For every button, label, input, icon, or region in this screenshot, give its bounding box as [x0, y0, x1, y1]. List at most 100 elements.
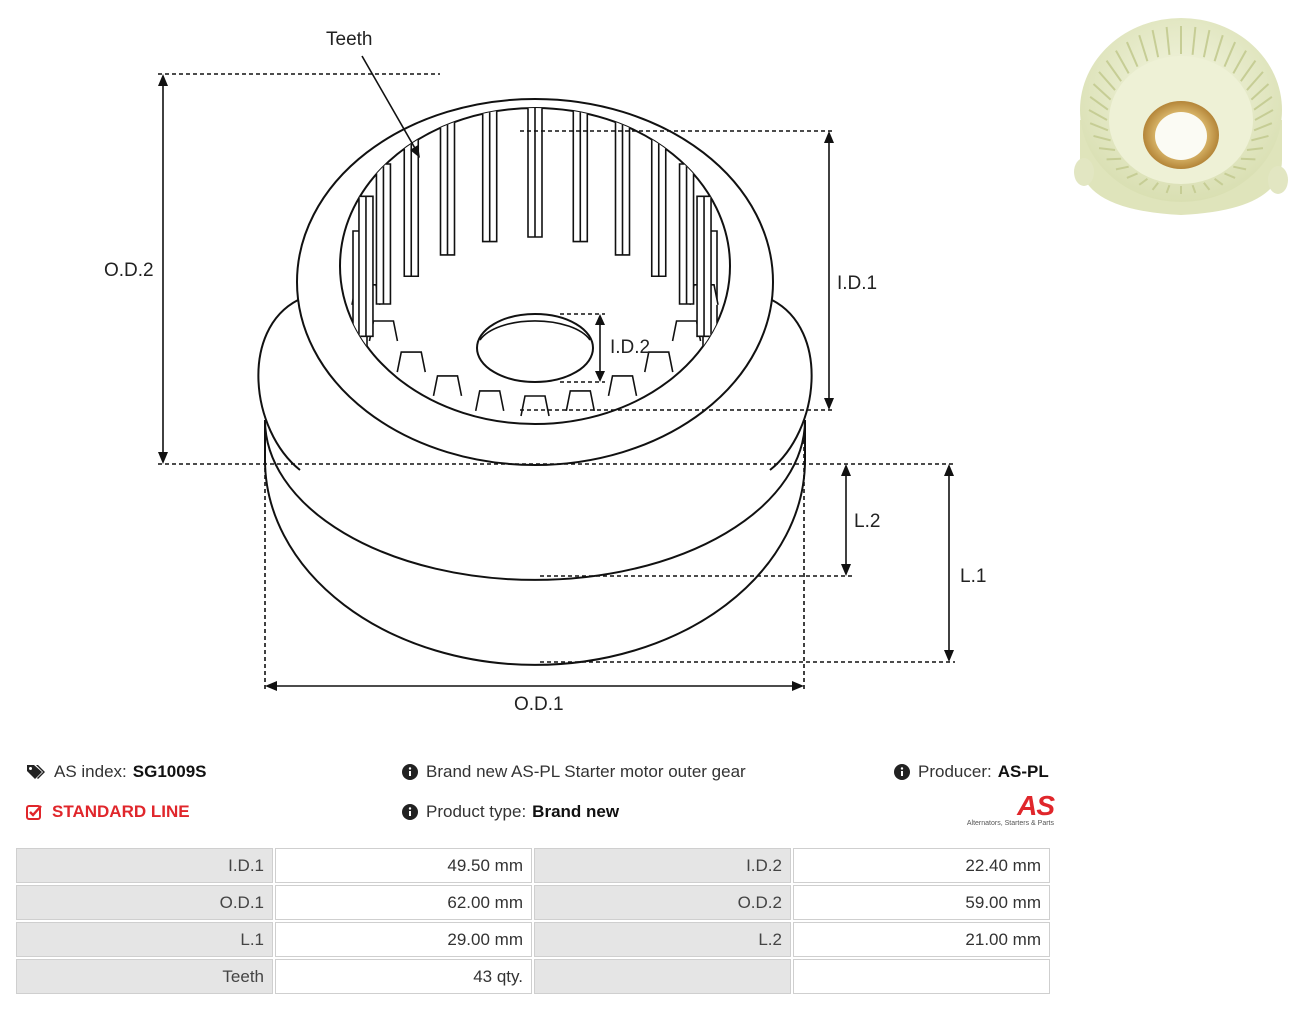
gear-tooth — [439, 114, 456, 256]
as-index: AS index: SG1009S — [26, 762, 207, 782]
logo-tagline: Alternators, Starters & Parts — [966, 820, 1054, 827]
gear-teeth — [351, 108, 719, 417]
photo-gear-ridge — [1098, 147, 1116, 151]
standard-line-text: STANDARD LINE — [52, 802, 190, 821]
photo-gear-ridge — [1224, 172, 1236, 179]
photo-gear-ridge — [1214, 178, 1224, 186]
description-text: Brand new AS-PL Starter motor outer gear — [426, 762, 746, 781]
photo-gear-ridge — [1253, 122, 1273, 132]
description: Brand new AS-PL Starter motor outer gear — [402, 762, 746, 782]
spec-value: 59.00 mm — [792, 885, 1050, 920]
spec-label: L.1 — [16, 922, 273, 957]
photo-gear-ridge — [1092, 83, 1112, 101]
gear-tooth — [396, 351, 427, 373]
photo-gear-ridge — [1126, 41, 1139, 68]
gear-tooth — [607, 375, 638, 397]
label-od1: O.D.1 — [514, 694, 564, 715]
lower-body-mid-rim — [264, 419, 806, 581]
lower-body-top-rim — [257, 299, 813, 471]
producer-label: Producer: — [918, 762, 992, 781]
label-od2: O.D.2 — [104, 260, 154, 281]
spec-value: 62.00 mm — [275, 885, 532, 920]
gear-tooth — [678, 163, 695, 305]
info-icon — [402, 764, 418, 780]
photo-gear-ridge — [1106, 157, 1122, 161]
spec-label: Teeth — [16, 959, 273, 994]
photo-gear-ridge — [1138, 34, 1149, 62]
photo-gear-ridge — [1115, 50, 1130, 74]
producer-value: AS-PL — [997, 762, 1049, 781]
gear-tooth — [474, 390, 505, 412]
gear-tooth — [527, 108, 543, 238]
info-icon — [402, 804, 418, 820]
photo-gear-ridge — [1203, 182, 1211, 191]
lower-body-outline — [264, 420, 806, 666]
photo-gear-ridge — [1165, 26, 1171, 55]
photo-gear-ridge — [1115, 165, 1129, 171]
gear-tooth — [572, 108, 589, 243]
producer: Producer: AS-PL — [894, 762, 1049, 782]
photo-gear-ridge — [1105, 60, 1122, 82]
spec-label — [533, 959, 791, 994]
photo-gear-ridge — [1202, 29, 1211, 58]
gear-technical-drawing: Teeth O.D.2 I.D.1 I.D.2 L.2 L.1 O.D.1 — [104, 29, 986, 715]
gear-tooth — [614, 114, 631, 256]
standard-line-badge: STANDARD LINE — [26, 802, 190, 822]
as-pl-logo: AS Alternators, Starters & Parts — [952, 790, 1055, 834]
gear-tooth — [358, 195, 374, 338]
photo-gear-ridge — [1233, 165, 1247, 171]
photo-gear-ridge — [1151, 182, 1159, 191]
spec-value — [792, 959, 1050, 994]
photo-gear-ridge — [1138, 178, 1148, 186]
photo-gear-ridge — [1246, 147, 1264, 151]
gear-tooth — [403, 135, 420, 278]
photo-gear-ridge — [1253, 96, 1273, 111]
label-l2: L.2 — [854, 511, 880, 532]
label-id2: I.D.2 — [610, 337, 650, 358]
photo-gear-ridge — [1191, 184, 1197, 194]
spec-label: O.D.2 — [533, 885, 791, 920]
photo-gear-ridge — [1251, 134, 1269, 142]
gear-tooth — [696, 195, 712, 338]
gear-tooth — [650, 135, 667, 278]
spec-value: 29.00 mm — [275, 922, 532, 957]
tags-icon — [26, 764, 46, 780]
label-id1: I.D.1 — [837, 273, 877, 294]
photo-gear-ridge — [1151, 29, 1160, 58]
as-index-label: AS index: — [54, 762, 127, 781]
photo-gear-ridge — [1165, 184, 1171, 194]
photo-gear-ridge — [1240, 157, 1256, 161]
product-photo — [1074, 18, 1288, 215]
photo-gear-ridge — [1254, 109, 1274, 121]
gear-tooth — [481, 108, 498, 243]
inner-bore — [476, 313, 594, 383]
gear-tooth — [375, 163, 392, 305]
spec-value: 49.50 mm — [275, 848, 532, 883]
gear-tooth — [432, 375, 463, 397]
spec-label: O.D.1 — [16, 885, 273, 920]
photo-gear-ridge — [1232, 50, 1247, 74]
spec-value: 22.40 mm — [792, 848, 1050, 883]
photo-gear-ridge — [1250, 83, 1270, 101]
spec-label: L.2 — [533, 922, 791, 957]
gear-tooth — [520, 395, 550, 417]
photo-gear-ridge — [1213, 34, 1224, 62]
info-icon — [894, 764, 910, 780]
product-type-label: Product type: — [426, 802, 527, 821]
photo-gear-ridge — [1240, 60, 1257, 82]
gear-tooth — [565, 390, 596, 412]
spec-value: 43 qty. — [275, 959, 532, 994]
spec-label: I.D.1 — [16, 848, 273, 883]
checkbox-icon — [26, 804, 44, 820]
spec-value: 21.00 mm — [792, 922, 1050, 957]
as-index-value: SG1009S — [132, 762, 207, 781]
label-l1: L.1 — [960, 566, 986, 587]
photo-gear-ridge — [1089, 122, 1109, 132]
logo-mark: AS — [1017, 790, 1055, 821]
product-type-value: Brand new — [532, 802, 620, 821]
